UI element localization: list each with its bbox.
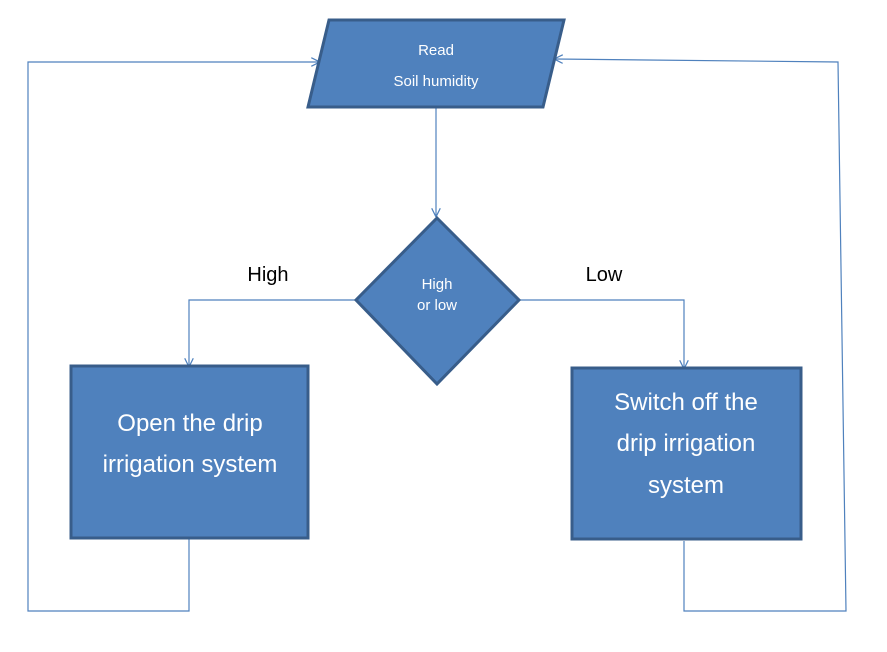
connector-decision-to-close	[518, 299, 684, 368]
read-node-line-2: Soil humidity	[393, 73, 479, 90]
connector-close-loop-back	[555, 59, 847, 612]
high-or-low-decision-node	[353, 215, 522, 387]
connector-decision-to-open	[189, 299, 357, 366]
switch-off-drip-irrigation-node	[570, 366, 803, 541]
open-node-line-2: irrigation system	[103, 451, 278, 478]
close-node-line-1: Switch off the	[614, 389, 758, 416]
read-node-line-1: Read	[418, 42, 454, 59]
connector-open-loop-back	[27, 62, 319, 612]
low-branch-label: Low	[586, 264, 623, 286]
decision-line-1: High	[422, 276, 453, 293]
read-soil-humidity-node	[306, 18, 566, 109]
close-node-line-3: system	[648, 472, 724, 499]
decision-line-2: or low	[417, 297, 457, 314]
open-node-line-1: Open the drip	[117, 410, 262, 437]
high-branch-label: High	[247, 264, 288, 286]
open-drip-irrigation-node	[69, 364, 310, 540]
close-node-line-2: drip irrigation	[617, 430, 756, 457]
